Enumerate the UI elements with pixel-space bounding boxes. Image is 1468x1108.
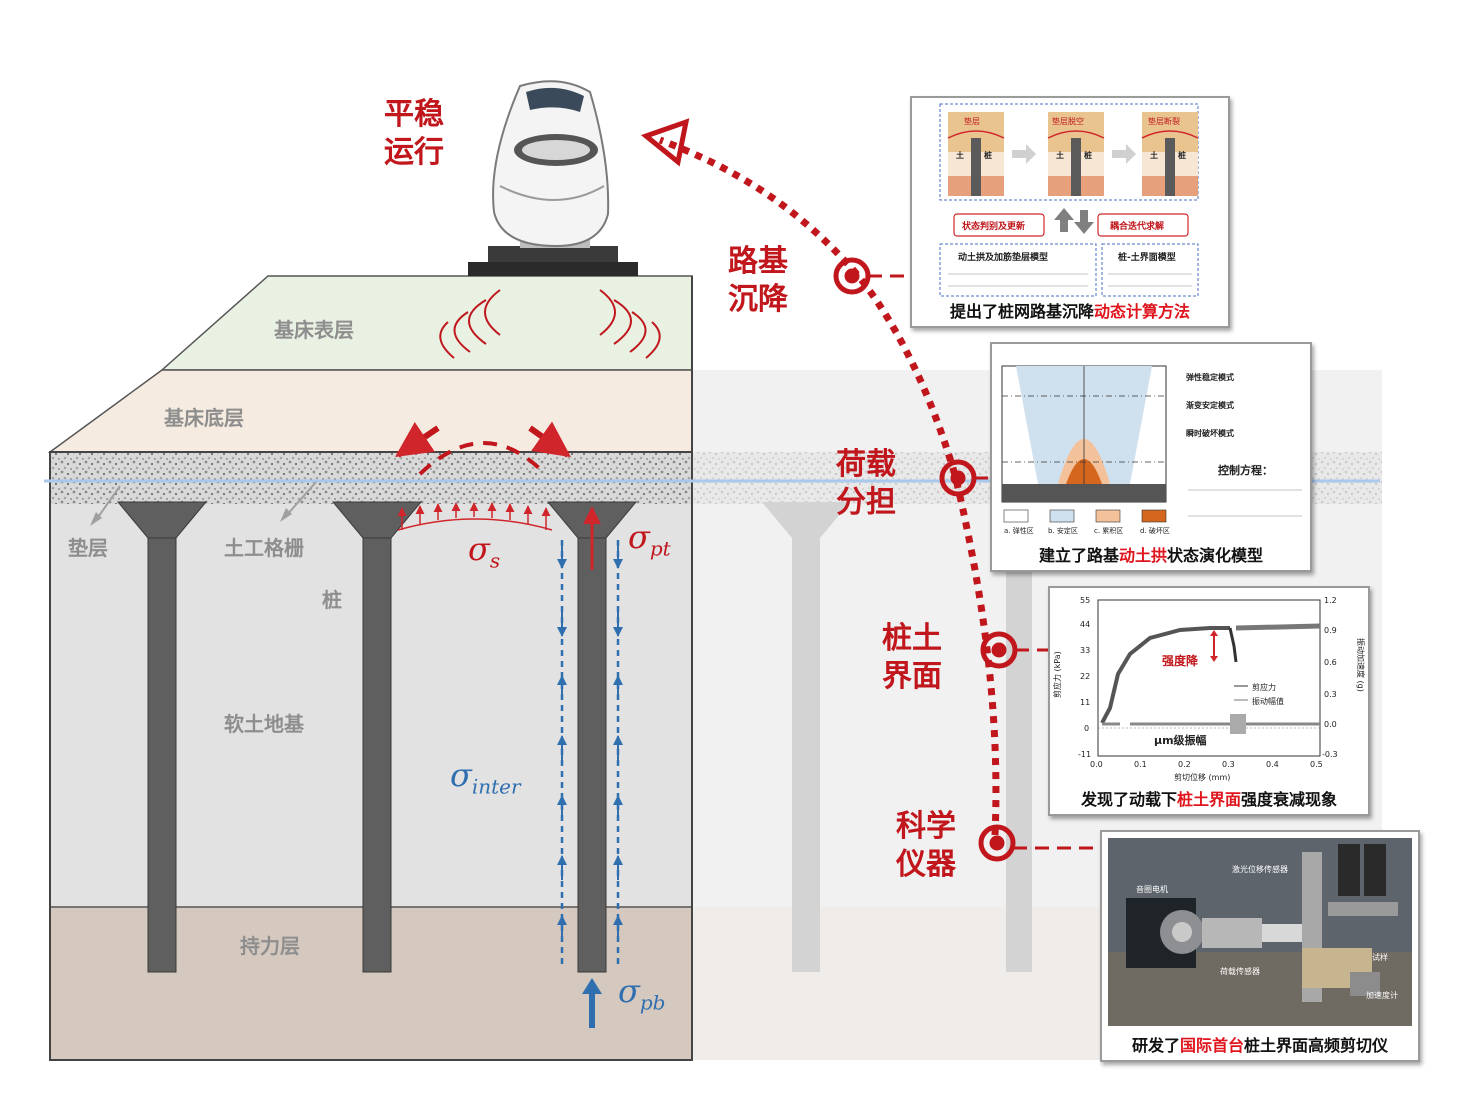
mode-shakedown: 渐变安定模式 <box>1186 401 1234 410</box>
soil-tag-2: 土 <box>1056 151 1064 160</box>
layer-cushion-shape <box>50 452 692 504</box>
card4-caption: 研发了国际首台桩土界面高频剪切仪 <box>1131 1036 1389 1055</box>
layer-label-geogrid: 土工格栅 <box>224 536 304 560</box>
arch-arrow-left <box>395 421 440 458</box>
pile-group <box>116 501 638 973</box>
model-right-title: 桩-土界面模型 <box>1118 253 1176 263</box>
title-instrument: 科学仪器 <box>896 809 956 882</box>
pile-tag-3: 桩 <box>1178 151 1186 160</box>
ghost-pile-group <box>762 502 1032 972</box>
mode-elastic: 弹性稳定模式 <box>1186 373 1234 382</box>
title-interface: 桩土界面 <box>882 621 942 694</box>
tick-y-right: 0.0 <box>1324 720 1337 729</box>
tick-y-right: 0.9 <box>1324 626 1337 635</box>
arch-arrow-right <box>528 421 571 458</box>
node-connectors <box>868 274 1100 850</box>
sigma-s-arrows <box>397 502 551 530</box>
state-label-3: 垫层断裂 <box>1148 117 1180 126</box>
legend-failure: d. 破坏区 <box>1140 527 1170 535</box>
tick-y-left: 0 <box>1084 724 1090 733</box>
legend-elastic: a. 弹性区 <box>1004 527 1034 535</box>
annotation-strength-drop: 强度降 <box>1162 654 1199 668</box>
title-smooth-operation: 平稳运行 <box>384 97 444 170</box>
card-settlement-method: 垫层 垫层脱空 垫层断裂 土 土 土 桩 桩 桩 状态判别及更新 耦合迭代求解 … <box>910 96 1230 328</box>
legend-stable: b. 安定区 <box>1048 527 1078 535</box>
tick-y-right: 0.6 <box>1324 658 1337 667</box>
btn-coupled-solve: 耦合迭代求解 <box>1110 222 1165 232</box>
y-left-axis-label: 剪应力 (kPa) <box>1053 651 1062 698</box>
pile-tag-2: 桩 <box>1084 151 1092 160</box>
pile-tag-1: 桩 <box>984 151 992 160</box>
sigma-pb-arrow-head <box>582 978 602 994</box>
label-laser-sensor: 激光位移传感器 <box>1232 865 1288 874</box>
soil-arch-dashed <box>418 441 547 476</box>
legend-shear: 剪应力 <box>1252 683 1276 692</box>
model-left-title: 动土拱及加筋垫层模型 <box>958 253 1049 263</box>
title-load-sharing: 荷载分担 <box>836 447 896 520</box>
title-settlement: 路基沉降 <box>728 244 788 317</box>
layer-label-bearing: 持力层 <box>240 934 300 958</box>
layer-bottom-shape <box>47 369 693 453</box>
card1-caption: 提出了桩网路基沉降动态计算方法 <box>949 302 1191 321</box>
card2-caption: 建立了路基动土拱状态演化模型 <box>1038 546 1264 565</box>
vibration-waves <box>439 289 661 359</box>
legend-amplitude: 振动幅值 <box>1252 697 1284 706</box>
label-specimen: 试样 <box>1372 953 1388 962</box>
label-load-sensor: 荷载传感器 <box>1220 967 1260 976</box>
layer-label-cushion: 垫层 <box>68 536 108 560</box>
card-interface-strength: 55 44 33 22 11 0 -11 1.2 0.9 0.6 0.3 0.0… <box>1048 586 1370 816</box>
apparatus-photo <box>1108 838 1412 1026</box>
layer-label-bottom: 基床底层 <box>164 406 244 430</box>
state-label-2: 垫层脱空 <box>1052 117 1084 126</box>
tick-x: 0.3 <box>1222 760 1235 769</box>
sigma-pb-label: σpb <box>618 972 666 1015</box>
soil-tag-3: 土 <box>1150 151 1158 160</box>
tick-x: 0.0 <box>1090 760 1103 769</box>
tick-y-left: 55 <box>1080 596 1091 605</box>
mode-failure: 瞬时破坏模式 <box>1186 429 1234 438</box>
tick-y-left: 22 <box>1080 672 1091 681</box>
card-shear-apparatus: 激光位移传感器 音圈电机 荷载传感器 试样 加速度计 研发了国际首台桩土界面高频… <box>1100 830 1420 1062</box>
btn-state-update: 状态判别及更新 <box>962 222 1026 232</box>
tick-y-left: 11 <box>1080 698 1091 707</box>
soil-tag-1: 土 <box>956 151 964 160</box>
sigma-s-label: σs <box>468 530 501 573</box>
tick-x: 0.5 <box>1310 760 1323 769</box>
layer-label-surface: 基床表层 <box>274 318 354 342</box>
tick-y-left: -11 <box>1078 750 1092 759</box>
tick-x: 0.2 <box>1178 760 1191 769</box>
control-equation-label: 控制方程： <box>1218 464 1273 477</box>
card-soil-arch-model: 弹性稳定模式 渐变安定模式 瞬时破坏模式 控制方程： a. 弹性区 b. 安定区… <box>990 342 1312 572</box>
x-axis-label: 剪切位移 (mm) <box>1174 773 1231 782</box>
y-right-axis-label: 振动加速度 (g) <box>1356 638 1365 692</box>
trajectory-arrowhead <box>640 118 690 167</box>
tick-y-right: 0.3 <box>1324 690 1337 699</box>
tick-x: 0.1 <box>1134 760 1147 769</box>
legend-cumulative: c. 累积区 <box>1094 527 1124 535</box>
tick-y-left: 33 <box>1080 646 1091 655</box>
label-voice-coil: 音圈电机 <box>1136 885 1168 894</box>
sigma-inter-label: σinter <box>450 756 521 799</box>
inter-arrows <box>557 545 623 940</box>
tick-y-right: 1.2 <box>1324 596 1337 605</box>
sigma-pt-label: σpt <box>628 518 671 561</box>
card3-caption: 发现了动载下桩土界面强度衰减现象 <box>1080 790 1338 809</box>
tick-x: 0.4 <box>1266 760 1279 769</box>
annotation-um-amplitude: μm级振幅 <box>1154 734 1207 747</box>
layer-label-pile: 桩 <box>322 588 342 612</box>
layer-label-soft-soil: 软土地基 <box>224 712 304 736</box>
state-label-1: 垫层 <box>964 117 980 126</box>
tick-y-right: -0.3 <box>1322 750 1338 759</box>
train-icon <box>468 80 638 276</box>
label-accelerometer: 加速度计 <box>1366 991 1398 1000</box>
tick-y-left: 44 <box>1080 620 1091 629</box>
